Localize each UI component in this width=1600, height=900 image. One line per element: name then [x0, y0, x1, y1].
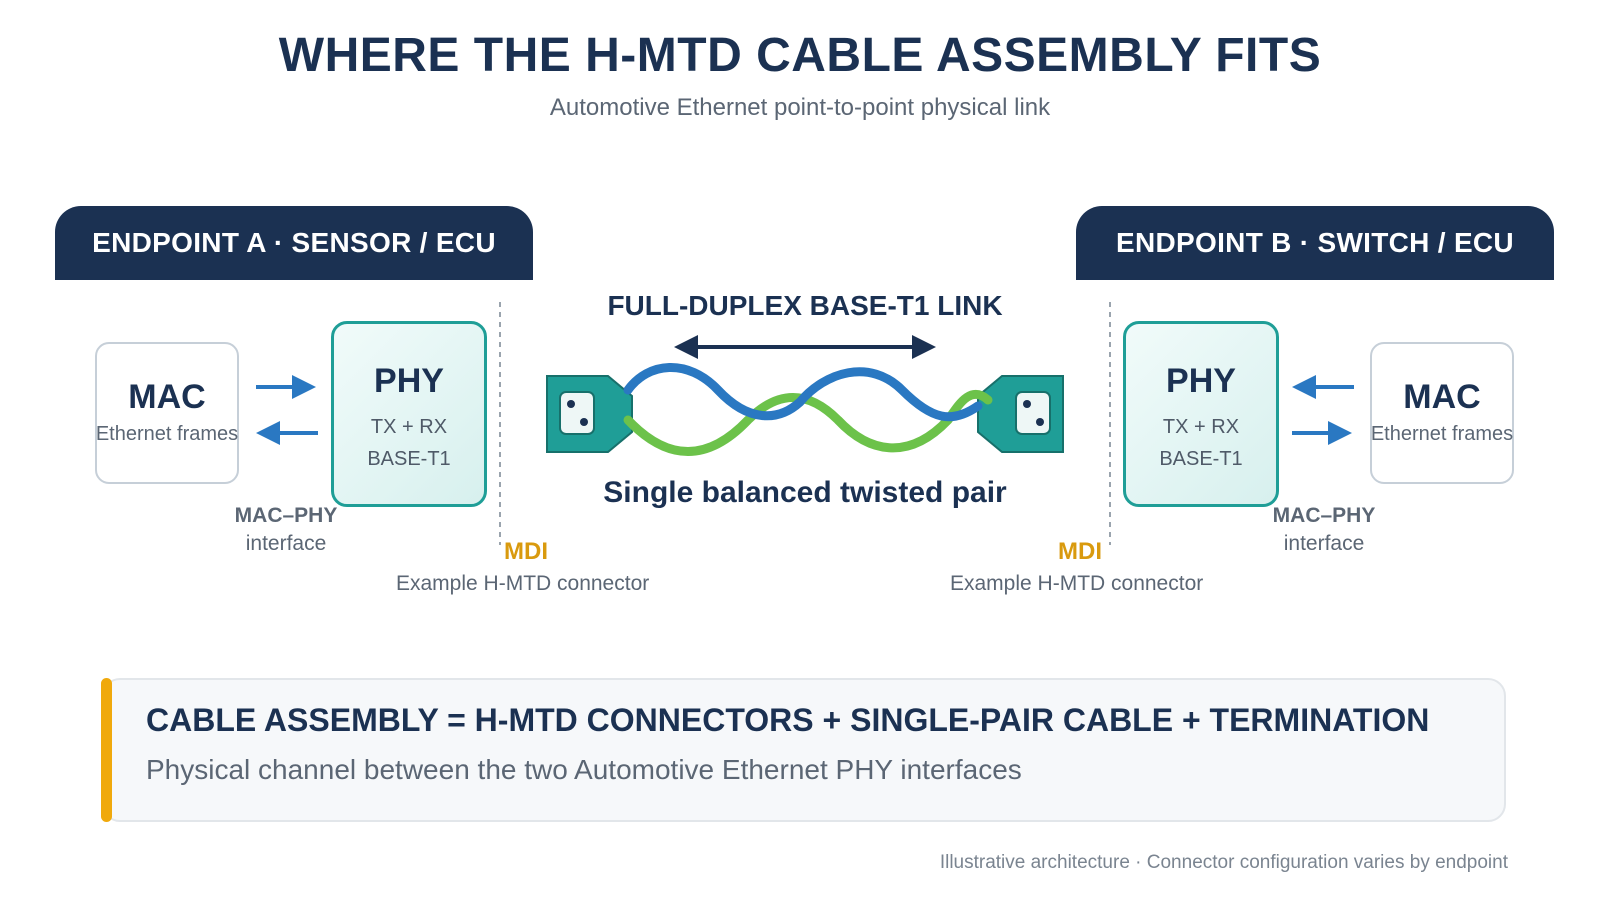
interface-label-line1: MAC–PHY	[1272, 504, 1376, 527]
arrow-left-icon	[1292, 375, 1354, 399]
arrow-right-icon	[256, 375, 316, 399]
interface-label-line1: MAC–PHY	[234, 504, 338, 527]
phy-title: PHY	[374, 362, 444, 400]
phy-standard: BASE-T1	[367, 448, 451, 470]
endpoint-a-arrows	[256, 375, 318, 445]
endpoint-a-phy-box: PHY TX + RX BASE-T1	[331, 321, 487, 507]
connector-icon	[977, 375, 1064, 453]
phy-title: PHY	[1166, 362, 1236, 400]
endpoint-b-header: ENDPOINT B · SWITCH / ECU	[1076, 206, 1554, 280]
endpoint-b-arrows	[1292, 375, 1354, 445]
phy-tx-rx: TX + RX	[1162, 416, 1240, 438]
twisted-pair-label: Single balanced twisted pair	[603, 476, 1007, 509]
endpoint-a-interface-label: MAC–PHY interface	[216, 502, 356, 558]
phy-tx-rx: TX + RX	[370, 416, 448, 438]
endpoint-b-interface-label: MAC–PHY interface	[1254, 502, 1394, 558]
endpoint-b-mdi-label: MDI	[1058, 538, 1102, 565]
summary-title: CABLE ASSEMBLY = H-MTD CONNECTORS + SING…	[146, 702, 1430, 738]
arrow-right-icon	[1292, 421, 1352, 445]
twisted-pair-icon	[546, 363, 1064, 456]
endpoint-a-mac-box: MAC Ethernet frames	[95, 342, 239, 484]
endpoint-b-phy-box: PHY TX + RX BASE-T1	[1123, 321, 1279, 507]
blue-wire	[623, 363, 983, 422]
green-wire	[623, 389, 993, 456]
double-arrow-icon	[674, 335, 936, 359]
mac-subtitle: Ethernet frames	[1370, 423, 1514, 445]
interface-label-line2: interface	[245, 532, 327, 555]
footnote: Illustrative architecture · Connector co…	[939, 852, 1508, 873]
summary-accent-bar	[101, 678, 112, 822]
endpoint-b-mac-box: MAC Ethernet frames	[1370, 342, 1514, 484]
phy-standard: BASE-T1	[1159, 448, 1243, 470]
mac-title: MAC	[128, 378, 206, 416]
link-title: FULL-DUPLEX BASE-T1 LINK	[607, 290, 1003, 321]
endpoint-a-mdi-label: MDI	[504, 538, 548, 565]
endpoint-b-connector-label: Example H-MTD connector	[950, 572, 1204, 595]
page-subtitle: Automotive Ethernet point-to-point physi…	[549, 94, 1051, 121]
page-title: WHERE THE H-MTD CABLE ASSEMBLY FITS	[278, 29, 1322, 82]
interface-label-line2: interface	[1283, 532, 1365, 555]
mac-title: MAC	[1403, 378, 1481, 416]
summary-subtitle: Physical channel between the two Automot…	[146, 754, 1022, 785]
endpoint-a-connector-label: Example H-MTD connector	[396, 572, 650, 595]
mac-subtitle: Ethernet frames	[95, 423, 239, 445]
connector-icon	[546, 375, 633, 453]
endpoint-a-header: ENDPOINT A · SENSOR / ECU	[55, 206, 533, 280]
summary-box	[102, 678, 1506, 822]
arrow-left-icon	[256, 421, 318, 445]
